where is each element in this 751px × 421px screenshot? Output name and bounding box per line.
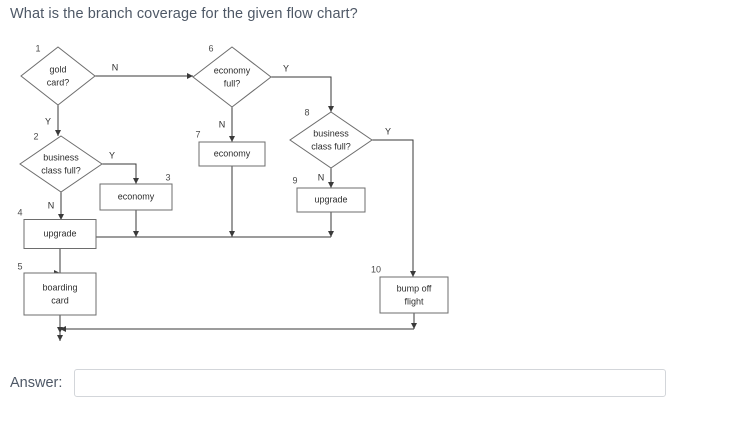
edge-label-n-edge-6-N-to-7: N <box>219 119 226 129</box>
flow-node-5: boarding card 5 <box>17 261 97 316</box>
node-number-3: 3 <box>165 172 170 182</box>
edge-8-Y-to-10 <box>372 139 416 277</box>
flow-node-3: economy 3 <box>99 172 173 211</box>
node-number-7: 7 <box>195 129 200 139</box>
edge-label-y-edge-6-Y-to-8: Y <box>283 63 289 73</box>
node-number-5: 5 <box>17 261 22 271</box>
flowchart-nodes: gold card? 1 business class full? 2 economy 3 up… <box>17 43 449 316</box>
node-number-9: 9 <box>292 175 297 185</box>
decision-shape-8 <box>289 111 373 169</box>
node-number-10: 10 <box>371 264 381 274</box>
process-shape-3 <box>99 183 173 211</box>
flow-node-4: upgrade 4 <box>17 207 97 249</box>
node-number-1: 1 <box>35 43 40 53</box>
node-label-2: business <box>43 152 79 162</box>
node-label-10: bump off <box>397 283 432 293</box>
edge-6-Y-to-8 <box>271 76 334 112</box>
node-label2-8: class full? <box>311 141 351 151</box>
flow-node-7: economy 7 <box>195 129 266 167</box>
flow-node-2: business class full? 2 <box>19 131 103 193</box>
edge-label-y-edge-1-Y-to-2: Y <box>45 116 51 126</box>
node-number-2: 2 <box>33 131 38 141</box>
node-label2-6: full? <box>224 78 241 88</box>
decision-shape-6 <box>192 46 272 108</box>
node-label-4: upgrade <box>43 228 76 238</box>
process-shape-5 <box>23 272 97 316</box>
answer-input[interactable] <box>74 369 667 397</box>
node-label2-5: card <box>51 295 69 305</box>
node-label2-1: card? <box>47 77 70 87</box>
edge-2-Y-to-3 <box>102 163 139 184</box>
node-number-8: 8 <box>304 107 309 117</box>
edge-label-n-edge-2-N-to-4: N <box>48 200 55 210</box>
flow-node-8: business class full? 8 <box>289 107 373 169</box>
flowchart-diagram: N Y Y N Y N N Y gold card? 1 business class full? 2 e… <box>0 36 751 356</box>
node-label-5: boarding <box>42 282 77 292</box>
edge-label-y-edge-8-Y-to-10: Y <box>385 126 391 136</box>
edge-label-y-edge-2-Y-to-3: Y <box>109 150 115 160</box>
edge-label-n-edge-1-N-to-6: N <box>112 62 119 72</box>
flow-node-6: economy full? 6 <box>192 43 272 108</box>
node-label-1: gold <box>49 64 66 74</box>
flow-node-1: gold card? 1 <box>20 43 96 106</box>
node-label2-10: flight <box>404 296 424 306</box>
answer-row: Answer: <box>10 369 667 397</box>
flowchart-edges: N Y Y N Y N N Y <box>45 62 417 341</box>
node-label-9: upgrade <box>314 194 347 204</box>
process-shape-7 <box>198 141 266 167</box>
flow-node-10: bump off flight 10 <box>371 264 449 314</box>
process-shape-9 <box>296 187 366 213</box>
page-title: What is the branch coverage for the give… <box>10 6 358 22</box>
node-label-7: economy <box>214 148 251 158</box>
flow-node-9: upgrade 9 <box>292 175 366 213</box>
node-label-6: economy <box>214 65 251 75</box>
decision-shape-1 <box>20 46 96 106</box>
process-shape-10 <box>379 276 449 314</box>
decision-shape-2 <box>19 135 103 193</box>
node-label2-2: class full? <box>41 165 81 175</box>
edge-label-n-edge-8-N-to-9: N <box>318 172 325 182</box>
node-label-8: business <box>313 128 349 138</box>
process-shape-4 <box>23 219 97 249</box>
flowchart-svg: N Y Y N Y N N Y gold card? 1 business class full? 2 e… <box>17 43 449 341</box>
node-label-3: economy <box>118 191 155 201</box>
node-number-6: 6 <box>208 43 213 53</box>
node-number-4: 4 <box>17 207 22 217</box>
answer-label: Answer: <box>10 375 63 391</box>
